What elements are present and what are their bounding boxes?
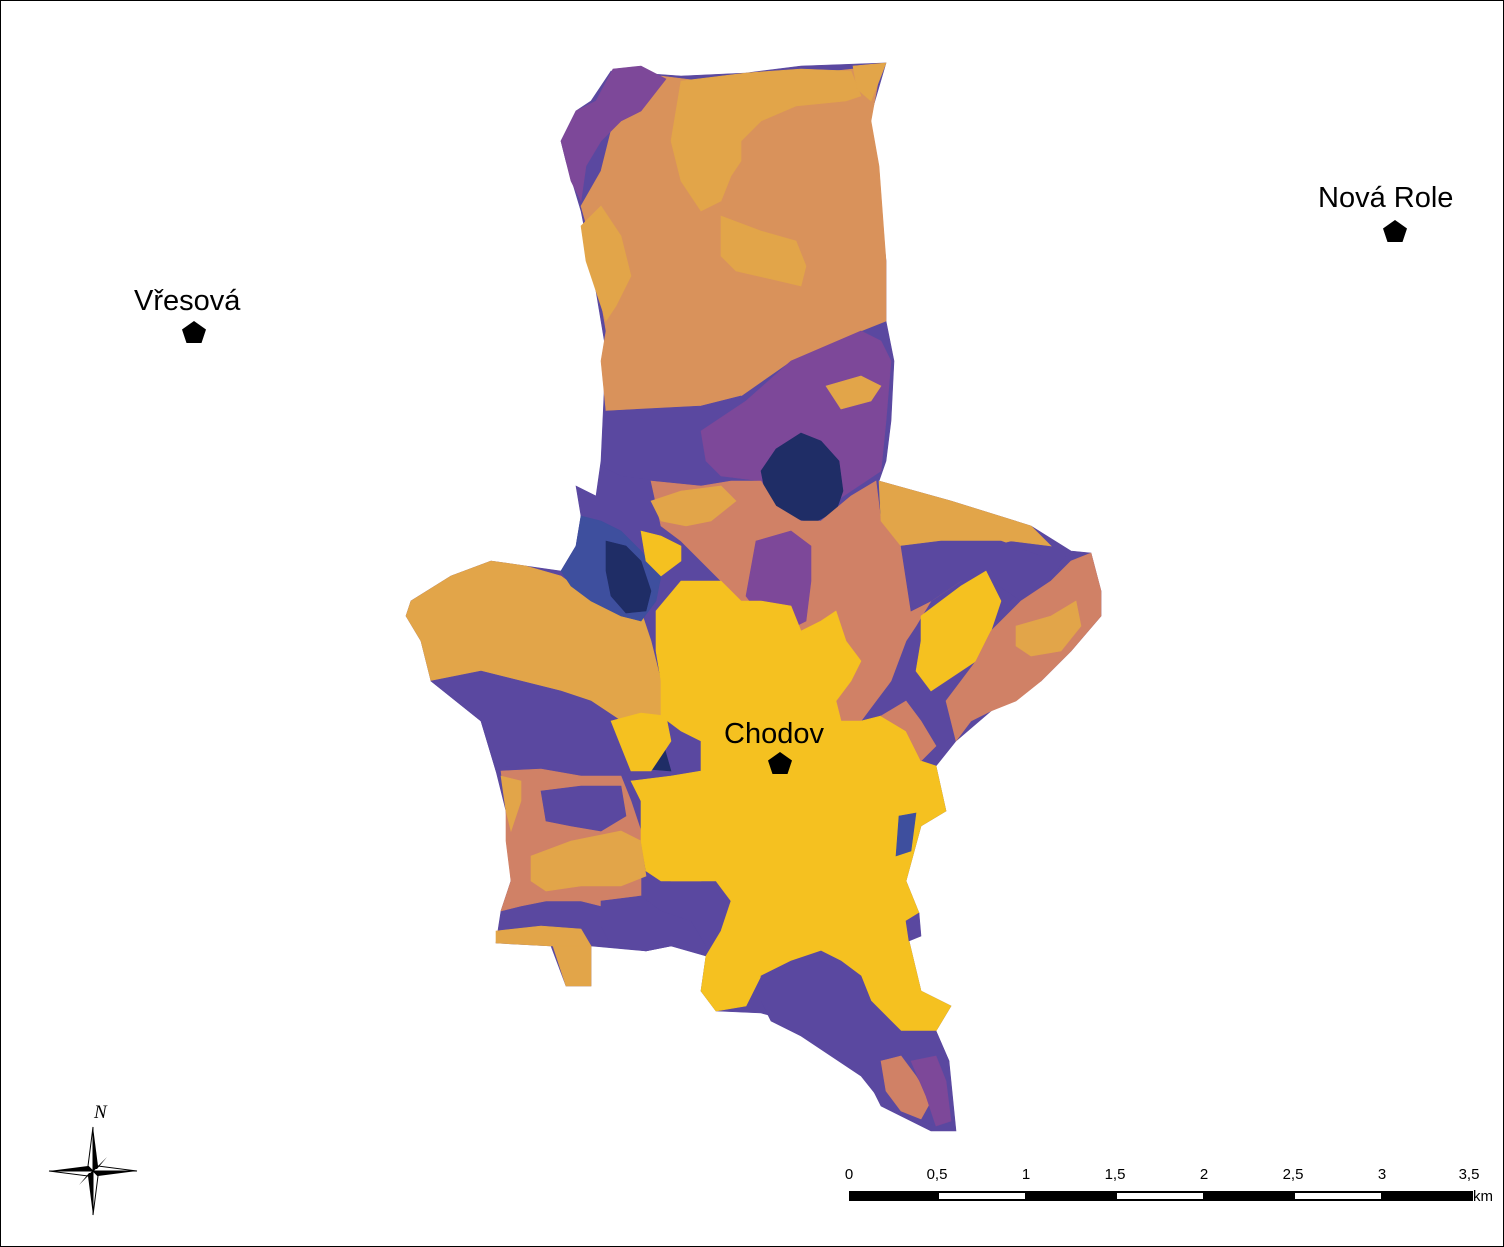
purple-area (700, 330, 892, 512)
town-label-vresova: Vřesová (134, 285, 241, 317)
scale-label-3: 3 (1377, 1166, 1387, 1183)
pentagon-marker-icon (182, 321, 206, 343)
compass-rose-icon (48, 1126, 138, 1216)
light-orange-area (720, 215, 807, 287)
scale-unit: km (1473, 1188, 1493, 1205)
scale-label-2: 2 (1199, 1166, 1209, 1183)
scale-label-3-5: 3,5 (1458, 1166, 1480, 1183)
scale-label-0-5: 0,5 (926, 1166, 948, 1183)
yellow-urban-area (610, 712, 672, 772)
scale-label-1-5: 1,5 (1104, 1166, 1126, 1183)
indigo-area (905, 912, 922, 942)
indigo-area (600, 895, 707, 952)
salmon-area (880, 1055, 932, 1120)
salmon-area (880, 700, 937, 762)
scale-bar: 0 0,5 1 1,5 2 2,5 3 3,5 (845, 1166, 1489, 1186)
light-orange-area (530, 830, 647, 892)
light-orange-area (825, 375, 882, 410)
scale-label-1: 1 (1021, 1166, 1031, 1183)
north-letter: N (94, 1102, 107, 1123)
scale-bar-graphic (849, 1191, 1473, 1201)
town-label-chodov: Chodov (724, 718, 824, 750)
scale-label-2-5: 2,5 (1282, 1166, 1304, 1183)
purple-area (910, 1055, 952, 1127)
navy-area (605, 540, 652, 614)
blue-area (895, 812, 917, 857)
light-orange-area (650, 485, 737, 527)
light-orange-area (878, 480, 1052, 547)
light-orange-area (552, 945, 592, 987)
light-orange-area (670, 68, 862, 212)
land-cover-polygons (405, 62, 1102, 1132)
light-orange-area (1015, 600, 1082, 657)
yellow-urban-area (640, 530, 682, 577)
town-label-nova-role: Nová Role (1318, 182, 1454, 214)
light-orange-area (852, 62, 887, 102)
light-orange-area (580, 205, 632, 322)
scale-label-0: 0 (844, 1166, 854, 1183)
pentagon-marker-icon (768, 752, 792, 774)
light-orange-area (500, 775, 522, 833)
purple-area (560, 65, 667, 202)
pentagon-marker-icon (1383, 220, 1407, 242)
indigo-area (540, 785, 627, 832)
